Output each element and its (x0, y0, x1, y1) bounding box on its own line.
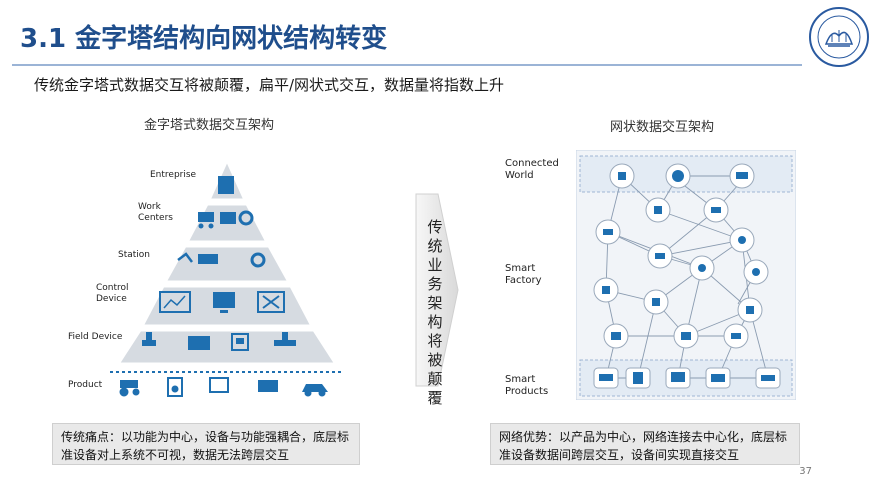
gear-icon (250, 252, 266, 268)
factory-icon (220, 212, 236, 224)
university-logo (808, 6, 870, 68)
slide-title: 3.1 金字塔结构向网状结构转变 (20, 24, 388, 54)
pyramid-diagram (60, 150, 350, 400)
monitor-icon (213, 292, 235, 313)
car-icon (302, 384, 328, 397)
motor-icon (258, 380, 278, 392)
building-icon (218, 176, 234, 194)
pain-point-note: 传统痛点：以功能为中心，设备与功能强耦合，底层标准设备对上系统不可视，数据无法跨… (52, 423, 360, 465)
tools-icon (257, 291, 285, 313)
chart-icon (159, 291, 191, 313)
motor-icon (188, 336, 210, 350)
globe-icon (672, 170, 684, 182)
advantage-note: 网络优势：以产品为中心，网络连接去中心化，底层标准设备数据间跨层交互，设备间实现… (490, 423, 800, 465)
title-divider (12, 64, 802, 66)
cloud-icon (736, 172, 748, 179)
gear-icon (238, 210, 254, 226)
screen-icon (209, 377, 229, 393)
pyramid-level-entreprise: Entreprise (150, 170, 197, 180)
robot-arm-icon (177, 252, 193, 263)
pyramid-level-product: Product (68, 380, 103, 390)
washer-icon (167, 377, 183, 397)
pipe-icon (274, 332, 296, 346)
network-diagram (575, 149, 797, 401)
page-number: 37 (799, 466, 812, 477)
panel-icon (231, 333, 249, 351)
network-heading: 网状数据交互架构 (610, 120, 715, 135)
robot-arm-icon (198, 212, 214, 229)
robot-arm-icon (198, 254, 218, 264)
slide-subtitle: 传统金字塔式数据交互将被颠覆，扁平/网状式交互，数据量将指数上升 (34, 76, 505, 94)
tractor-icon (119, 380, 140, 397)
arrow-text: 传统业务架构将被颠覆 (427, 218, 443, 407)
pyramid-heading: 金字塔式数据交互架构 (144, 118, 275, 133)
transition-arrow (412, 190, 462, 390)
pyramid-level-field-device: Field Device (68, 332, 123, 342)
pyramid-level-station: Station (118, 250, 150, 260)
valve-icon (142, 332, 156, 346)
